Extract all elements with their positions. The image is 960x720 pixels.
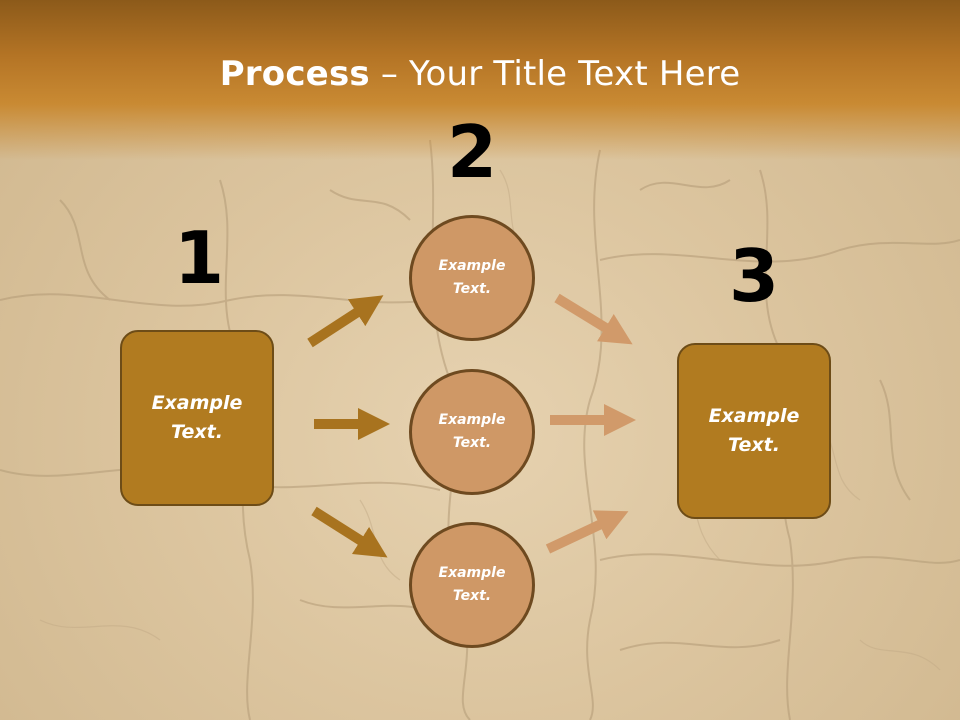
- title-bold: Process: [219, 54, 370, 94]
- circle-bottom: Example Text.: [409, 522, 535, 648]
- circle-top: Example Text.: [409, 215, 535, 341]
- title-rest: – Your Title Text Here: [369, 54, 741, 94]
- circle-top-label: Example Text.: [438, 258, 506, 297]
- step-3-label: Example Text.: [708, 405, 800, 456]
- slide-title: Process – Your Title Text Here: [0, 52, 960, 96]
- step-number-1: 1: [173, 216, 225, 300]
- step-number-2: 2: [446, 110, 498, 194]
- circle-bottom-label: Example Text.: [438, 565, 506, 604]
- title-header-band: [0, 0, 960, 160]
- step-1-label: Example Text.: [151, 392, 243, 443]
- circle-middle-label: Example Text.: [438, 412, 506, 451]
- circle-middle: Example Text.: [409, 369, 535, 495]
- step-3-box: Example Text.: [677, 343, 831, 519]
- step-1-box: Example Text.: [120, 330, 274, 506]
- step-number-3: 3: [728, 234, 780, 318]
